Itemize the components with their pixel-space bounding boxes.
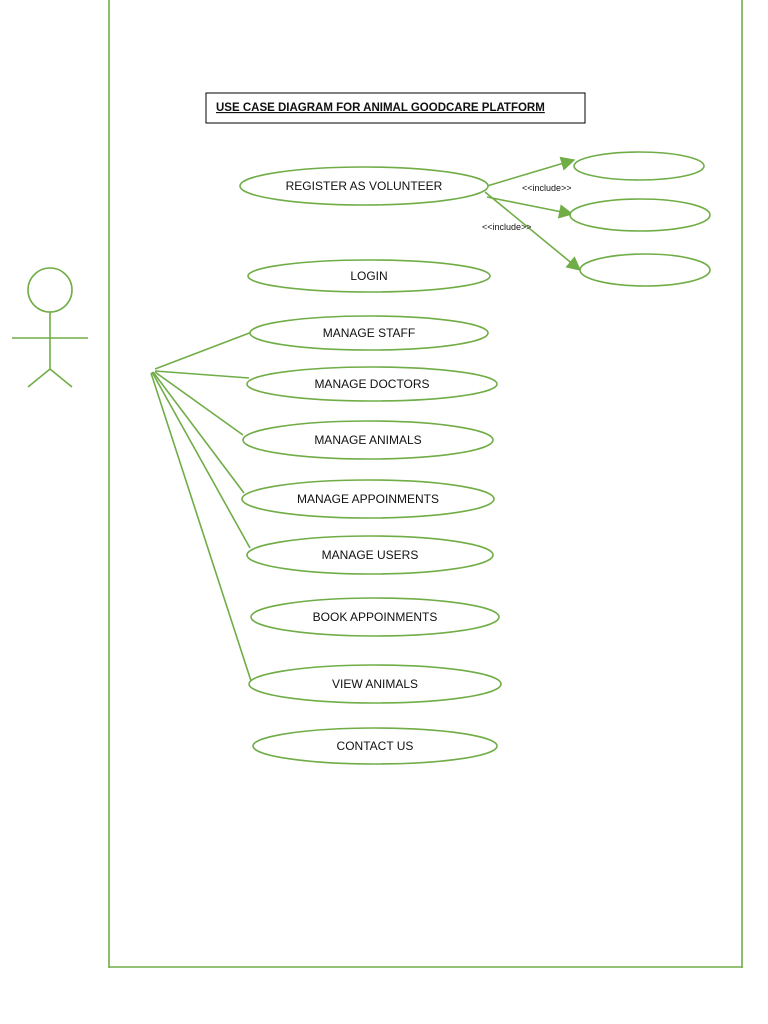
included-use-case-2: [569, 198, 711, 232]
use-case-label: MANAGE APPOINMENTS: [297, 492, 439, 506]
include-arrow-2: [486, 196, 574, 219]
actor-left-leg: [27, 368, 51, 388]
association-manage-staff: [154, 331, 253, 370]
title-box: [205, 92, 586, 124]
actor-right-leg: [49, 368, 73, 388]
association-manage-users: [151, 371, 251, 549]
use-case-label: VIEW ANIMALS: [332, 677, 418, 691]
include-arrow-3: [484, 191, 582, 271]
use-case-label: MANAGE ANIMALS: [314, 433, 421, 447]
use-case-manage-animals: MANAGE ANIMALS: [242, 420, 494, 460]
include-relations: <<include>> <<include>>: [482, 156, 582, 271]
use-case-label: REGISTER AS VOLUNTEER: [286, 179, 443, 193]
association-manage-animals: [154, 371, 244, 436]
association-manage-appoinments: [152, 371, 245, 494]
use-case-contact-us: CONTACT US: [252, 727, 498, 765]
include-label-2: <<include>>: [482, 222, 532, 232]
use-case-book-appoinments: BOOK APPOINMENTS: [250, 597, 500, 637]
use-case-label: MANAGE STAFF: [323, 326, 415, 340]
diagram-title: USE CASE DIAGRAM FOR ANIMAL GOODCARE PLA…: [216, 102, 545, 114]
use-case-manage-staff: MANAGE STAFF: [249, 315, 489, 351]
use-case-label: MANAGE USERS: [322, 548, 419, 562]
included-use-case-3: [579, 253, 711, 287]
include-label-1: <<include>>: [522, 183, 572, 193]
use-case-login: LOGIN: [247, 259, 491, 293]
use-case-label: CONTACT US: [337, 739, 414, 753]
use-case-label: LOGIN: [350, 269, 387, 283]
use-case-view-animals: VIEW ANIMALS: [248, 664, 502, 704]
actor: [12, 267, 88, 388]
use-case-manage-doctors: MANAGE DOCTORS: [246, 366, 498, 402]
use-case-register-volunteer: REGISTER AS VOLUNTEER: [239, 166, 489, 206]
association-view-animals: [150, 372, 253, 685]
association-manage-doctors: [154, 370, 250, 379]
use-case-manage-users: MANAGE USERS: [246, 535, 494, 575]
actor-head: [27, 267, 73, 313]
included-use-case-1: [573, 151, 705, 181]
use-case-manage-appoinments: MANAGE APPOINMENTS: [241, 479, 495, 519]
use-case-label: MANAGE DOCTORS: [314, 377, 429, 391]
associations: [150, 331, 253, 685]
include-arrow-1: [486, 156, 576, 187]
use-case-label: BOOK APPOINMENTS: [313, 610, 438, 624]
